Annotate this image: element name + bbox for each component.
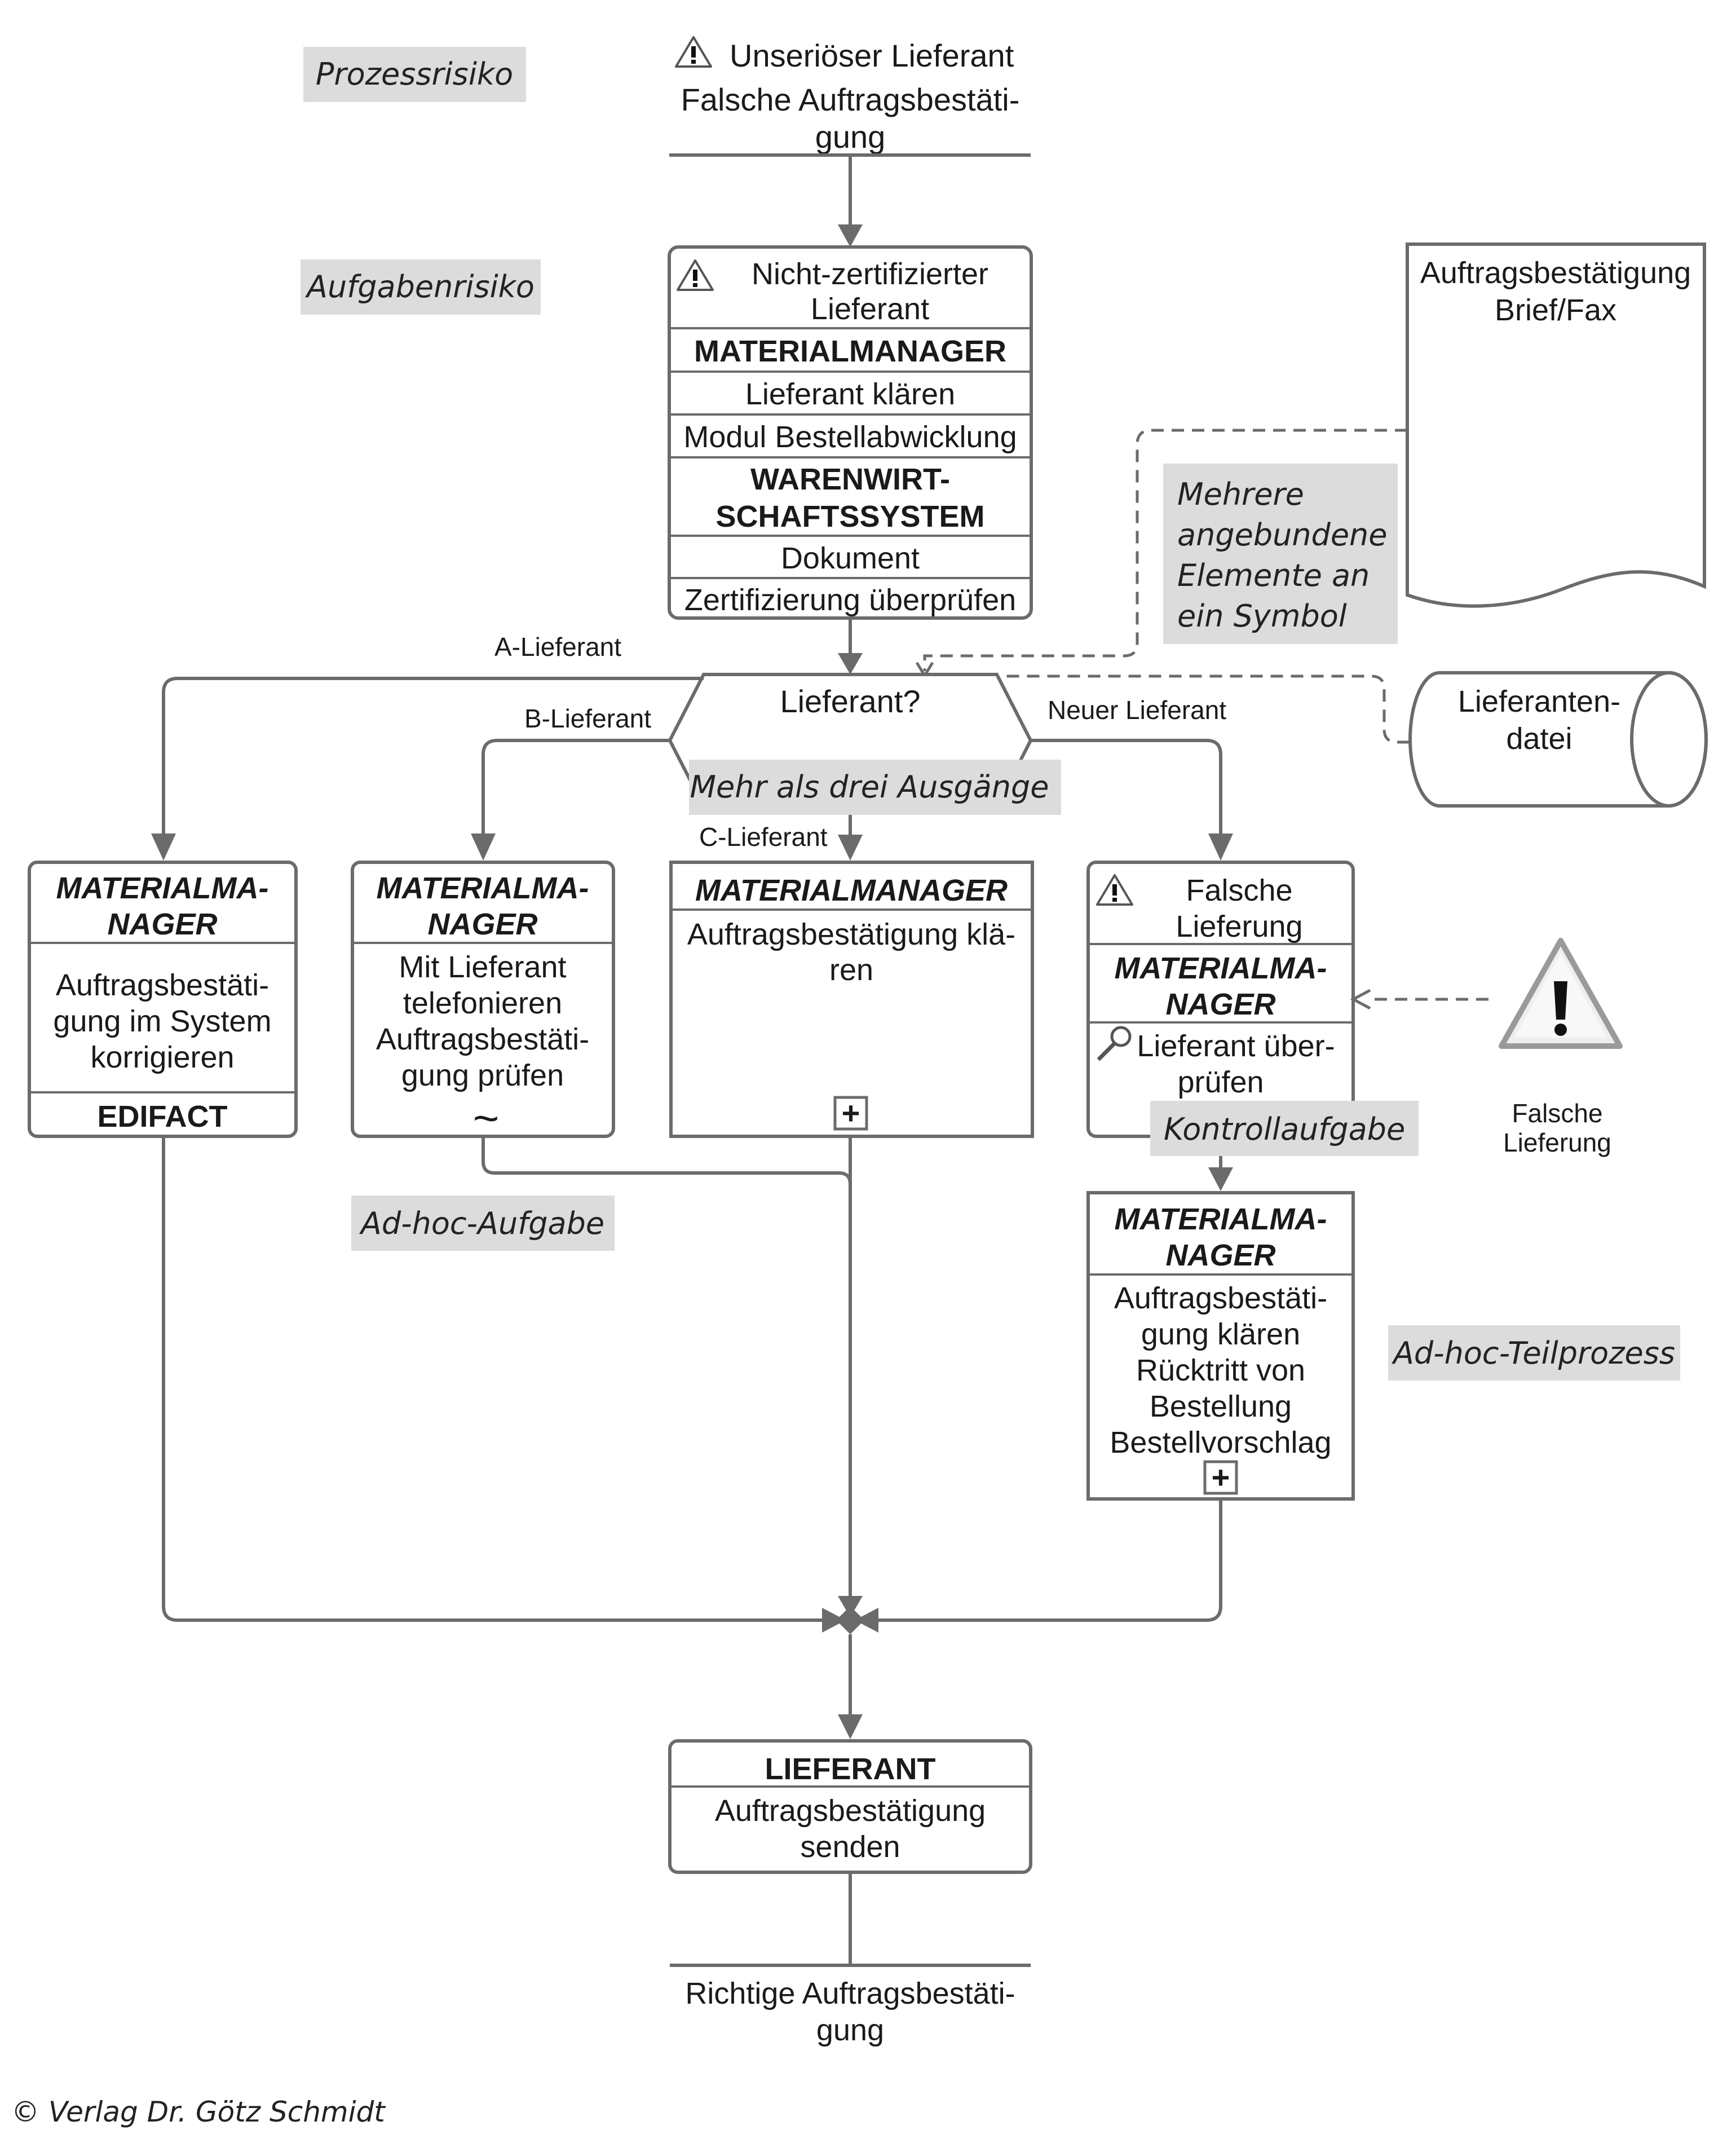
svg-text:Falsche Auftragsbestäti-: Falsche Auftragsbestäti-	[681, 82, 1020, 117]
risk-falsche-lieferung: Falsche Lieferung	[1499, 938, 1623, 1157]
task-lieferant-senden: LIEFERANT Auftragsbestätigung senden	[668, 1739, 1032, 1874]
svg-text:+: +	[842, 1095, 860, 1131]
svg-text:Bestellung: Bestellung	[1150, 1390, 1292, 1423]
svg-text:MATERIALMA-: MATERIALMA-	[1115, 951, 1327, 985]
svg-text:Dokument: Dokument	[781, 541, 920, 575]
svg-text:gung klären: gung klären	[1141, 1317, 1300, 1351]
svg-text:datei: datei	[1506, 722, 1572, 756]
branch-label-neu: Neuer Lieferant	[1048, 695, 1226, 725]
svg-text:Kontrollaufgabe: Kontrollaufgabe	[1164, 1112, 1405, 1147]
magnifier-icon	[1097, 1026, 1132, 1061]
svg-text:telefonieren: telefonieren	[403, 986, 562, 1020]
svg-text:Mehrere: Mehrere	[1177, 477, 1304, 512]
svg-text:Zertifizierung überprüfen: Zertifizierung überprüfen	[684, 583, 1016, 617]
svg-text:LIEFERANT: LIEFERANT	[765, 1752, 936, 1786]
svg-text:angebundene: angebundene	[1177, 517, 1388, 553]
svg-text:NAGER: NAGER	[427, 907, 537, 941]
note-adhoc-teilprozess: Ad-hoc-Teilprozess	[1388, 1325, 1680, 1381]
svg-text:gung: gung	[816, 2013, 884, 2047]
note-prozessrisiko: Prozessrisiko	[303, 47, 526, 102]
task-neu-ueberpruefen: Falsche Lieferung MATERIALMA- NAGER Lief…	[1086, 861, 1355, 1138]
note-ausgaenge: Mehr als drei Ausgänge	[689, 760, 1061, 815]
datastore-lieferantendatei: Lieferanten- datei	[1408, 671, 1708, 808]
svg-text:MATERIALMANAGER: MATERIALMANAGER	[695, 874, 1008, 907]
svg-text:Auftragsbestäti-: Auftragsbestäti-	[1114, 1281, 1327, 1315]
svg-text:Auftragsbestätigung klä-: Auftragsbestätigung klä-	[687, 918, 1015, 951]
svg-text:Auftragsbestäti-: Auftragsbestäti-	[376, 1022, 589, 1056]
subprocess-marker-icon	[1203, 1460, 1238, 1495]
svg-text:EDIFACT: EDIFACT	[97, 1100, 227, 1134]
svg-text:Aufgabenrisiko: Aufgabenrisiko	[305, 269, 535, 305]
document-auftragsbestaetigung: Auftragsbestätigung Brief/Fax	[1406, 242, 1706, 608]
task-c-klaeren: MATERIALMANAGER Auftragsbestätigung klä-…	[669, 861, 1034, 1138]
svg-text:gung im System: gung im System	[53, 1004, 271, 1038]
svg-text:Ad-hoc-Teilprozess: Ad-hoc-Teilprozess	[1392, 1335, 1675, 1371]
svg-text:Mit Lieferant: Mit Lieferant	[399, 950, 566, 984]
note-aufgabenrisiko: Aufgabenrisiko	[301, 259, 541, 315]
svg-text:Brief/Fax: Brief/Fax	[1495, 293, 1616, 327]
svg-text:NAGER: NAGER	[107, 907, 217, 941]
copyright: © Verlag Dr. Götz Schmidt	[11, 2096, 386, 2128]
svg-text:+: +	[1212, 1459, 1230, 1495]
join-gateway	[836, 1606, 864, 1634]
svg-text:NAGER: NAGER	[1165, 1238, 1275, 1272]
svg-text:Richtige Auftragsbestäti-: Richtige Auftragsbestäti-	[685, 1977, 1015, 2010]
association-document	[923, 429, 1407, 671]
svg-text:gung prüfen: gung prüfen	[401, 1059, 564, 1092]
svg-text:MATERIALMANAGER: MATERIALMANAGER	[694, 334, 1006, 368]
svg-text:Prozessrisiko: Prozessrisiko	[316, 56, 513, 92]
branch-label-a: A-Lieferant	[494, 632, 621, 661]
warning-icon	[1499, 938, 1623, 1049]
svg-text:Lieferant?: Lieferant?	[780, 683, 920, 719]
svg-text:Rücktritt von: Rücktritt von	[1136, 1353, 1305, 1387]
adhoc-marker-icon: ~	[473, 1093, 500, 1143]
svg-text:MATERIALMA-: MATERIALMA-	[56, 871, 269, 905]
branch-label-c: C-Lieferant	[699, 822, 828, 852]
svg-text:Lieferant: Lieferant	[811, 292, 929, 326]
svg-text:Auftragsbestäti-: Auftragsbestäti-	[56, 968, 269, 1002]
svg-text:NAGER: NAGER	[1165, 987, 1275, 1021]
subprocess-marker-icon	[833, 1096, 868, 1131]
svg-text:Lieferanten-: Lieferanten-	[1458, 685, 1620, 718]
svg-text:Falsche: Falsche	[1512, 1099, 1602, 1128]
svg-text:Lieferung: Lieferung	[1176, 910, 1302, 943]
note-adhoc-aufgabe: Ad-hoc-Aufgabe	[351, 1196, 615, 1251]
svg-text:Nicht-zertifizierter: Nicht-zertifizierter	[752, 257, 988, 291]
note-mehrere-elemente: Mehrere angebundene Elemente an ein Symb…	[1163, 464, 1398, 644]
svg-text:Falsche: Falsche	[1186, 874, 1292, 907]
warning-icon	[675, 36, 712, 68]
task-adhoc-teilprozess: MATERIALMA- NAGER Auftragsbestäti- gung …	[1086, 1191, 1355, 1501]
svg-text:WARENWIRT-: WARENWIRT-	[750, 462, 950, 496]
svg-text:Lieferant klären: Lieferant klären	[745, 377, 955, 411]
note-kontrollaufgabe: Kontrollaufgabe	[1150, 1101, 1419, 1156]
svg-text:Auftragsbestätigung: Auftragsbestätigung	[715, 1794, 986, 1828]
svg-text:Elemente an: Elemente an	[1177, 558, 1370, 593]
association-datastore	[982, 674, 1410, 744]
task-lieferant-klaeren: Nicht-zertifizierter Lieferant MATERIALM…	[668, 245, 1033, 620]
task-b-telefonieren: MATERIALMA- NAGER Mit Lieferant telefoni…	[351, 861, 615, 1143]
svg-text:Lieferung: Lieferung	[1503, 1128, 1611, 1157]
svg-text:prüfen: prüfen	[1177, 1065, 1264, 1099]
svg-text:Bestellvorschlag: Bestellvorschlag	[1110, 1426, 1331, 1459]
svg-text:MATERIALMA-: MATERIALMA-	[1115, 1202, 1327, 1236]
svg-text:Ad-hoc-Aufgabe: Ad-hoc-Aufgabe	[359, 1206, 604, 1241]
svg-text:korrigieren: korrigieren	[90, 1040, 234, 1074]
svg-text:Lieferant über-: Lieferant über-	[1137, 1029, 1335, 1063]
svg-text:senden: senden	[800, 1830, 900, 1864]
branch-label-b: B-Lieferant	[524, 704, 651, 733]
end-event: Richtige Auftragsbestäti- gung	[670, 1964, 1031, 2047]
start-event: Unseriöser Lieferant Falsche Auftragsbes…	[669, 36, 1031, 157]
svg-text:SCHAFTSSYSTEM: SCHAFTSSYSTEM	[715, 500, 984, 533]
svg-text:Unseriöser Lieferant: Unseriöser Lieferant	[730, 38, 1014, 73]
svg-text:gung: gung	[815, 119, 886, 155]
svg-text:ein Symbol: ein Symbol	[1177, 598, 1347, 634]
task-a-korrigieren: MATERIALMA- NAGER Auftragsbestäti- gung …	[28, 861, 298, 1138]
svg-text:Modul Bestellabwicklung: Modul Bestellabwicklung	[683, 420, 1017, 454]
svg-text:Mehr als drei Ausgänge: Mehr als drei Ausgänge	[690, 769, 1049, 805]
svg-text:MATERIALMA-: MATERIALMA-	[377, 871, 589, 905]
svg-text:Auftragsbestätigung: Auftragsbestätigung	[1420, 256, 1691, 290]
svg-text:ren: ren	[829, 953, 873, 987]
